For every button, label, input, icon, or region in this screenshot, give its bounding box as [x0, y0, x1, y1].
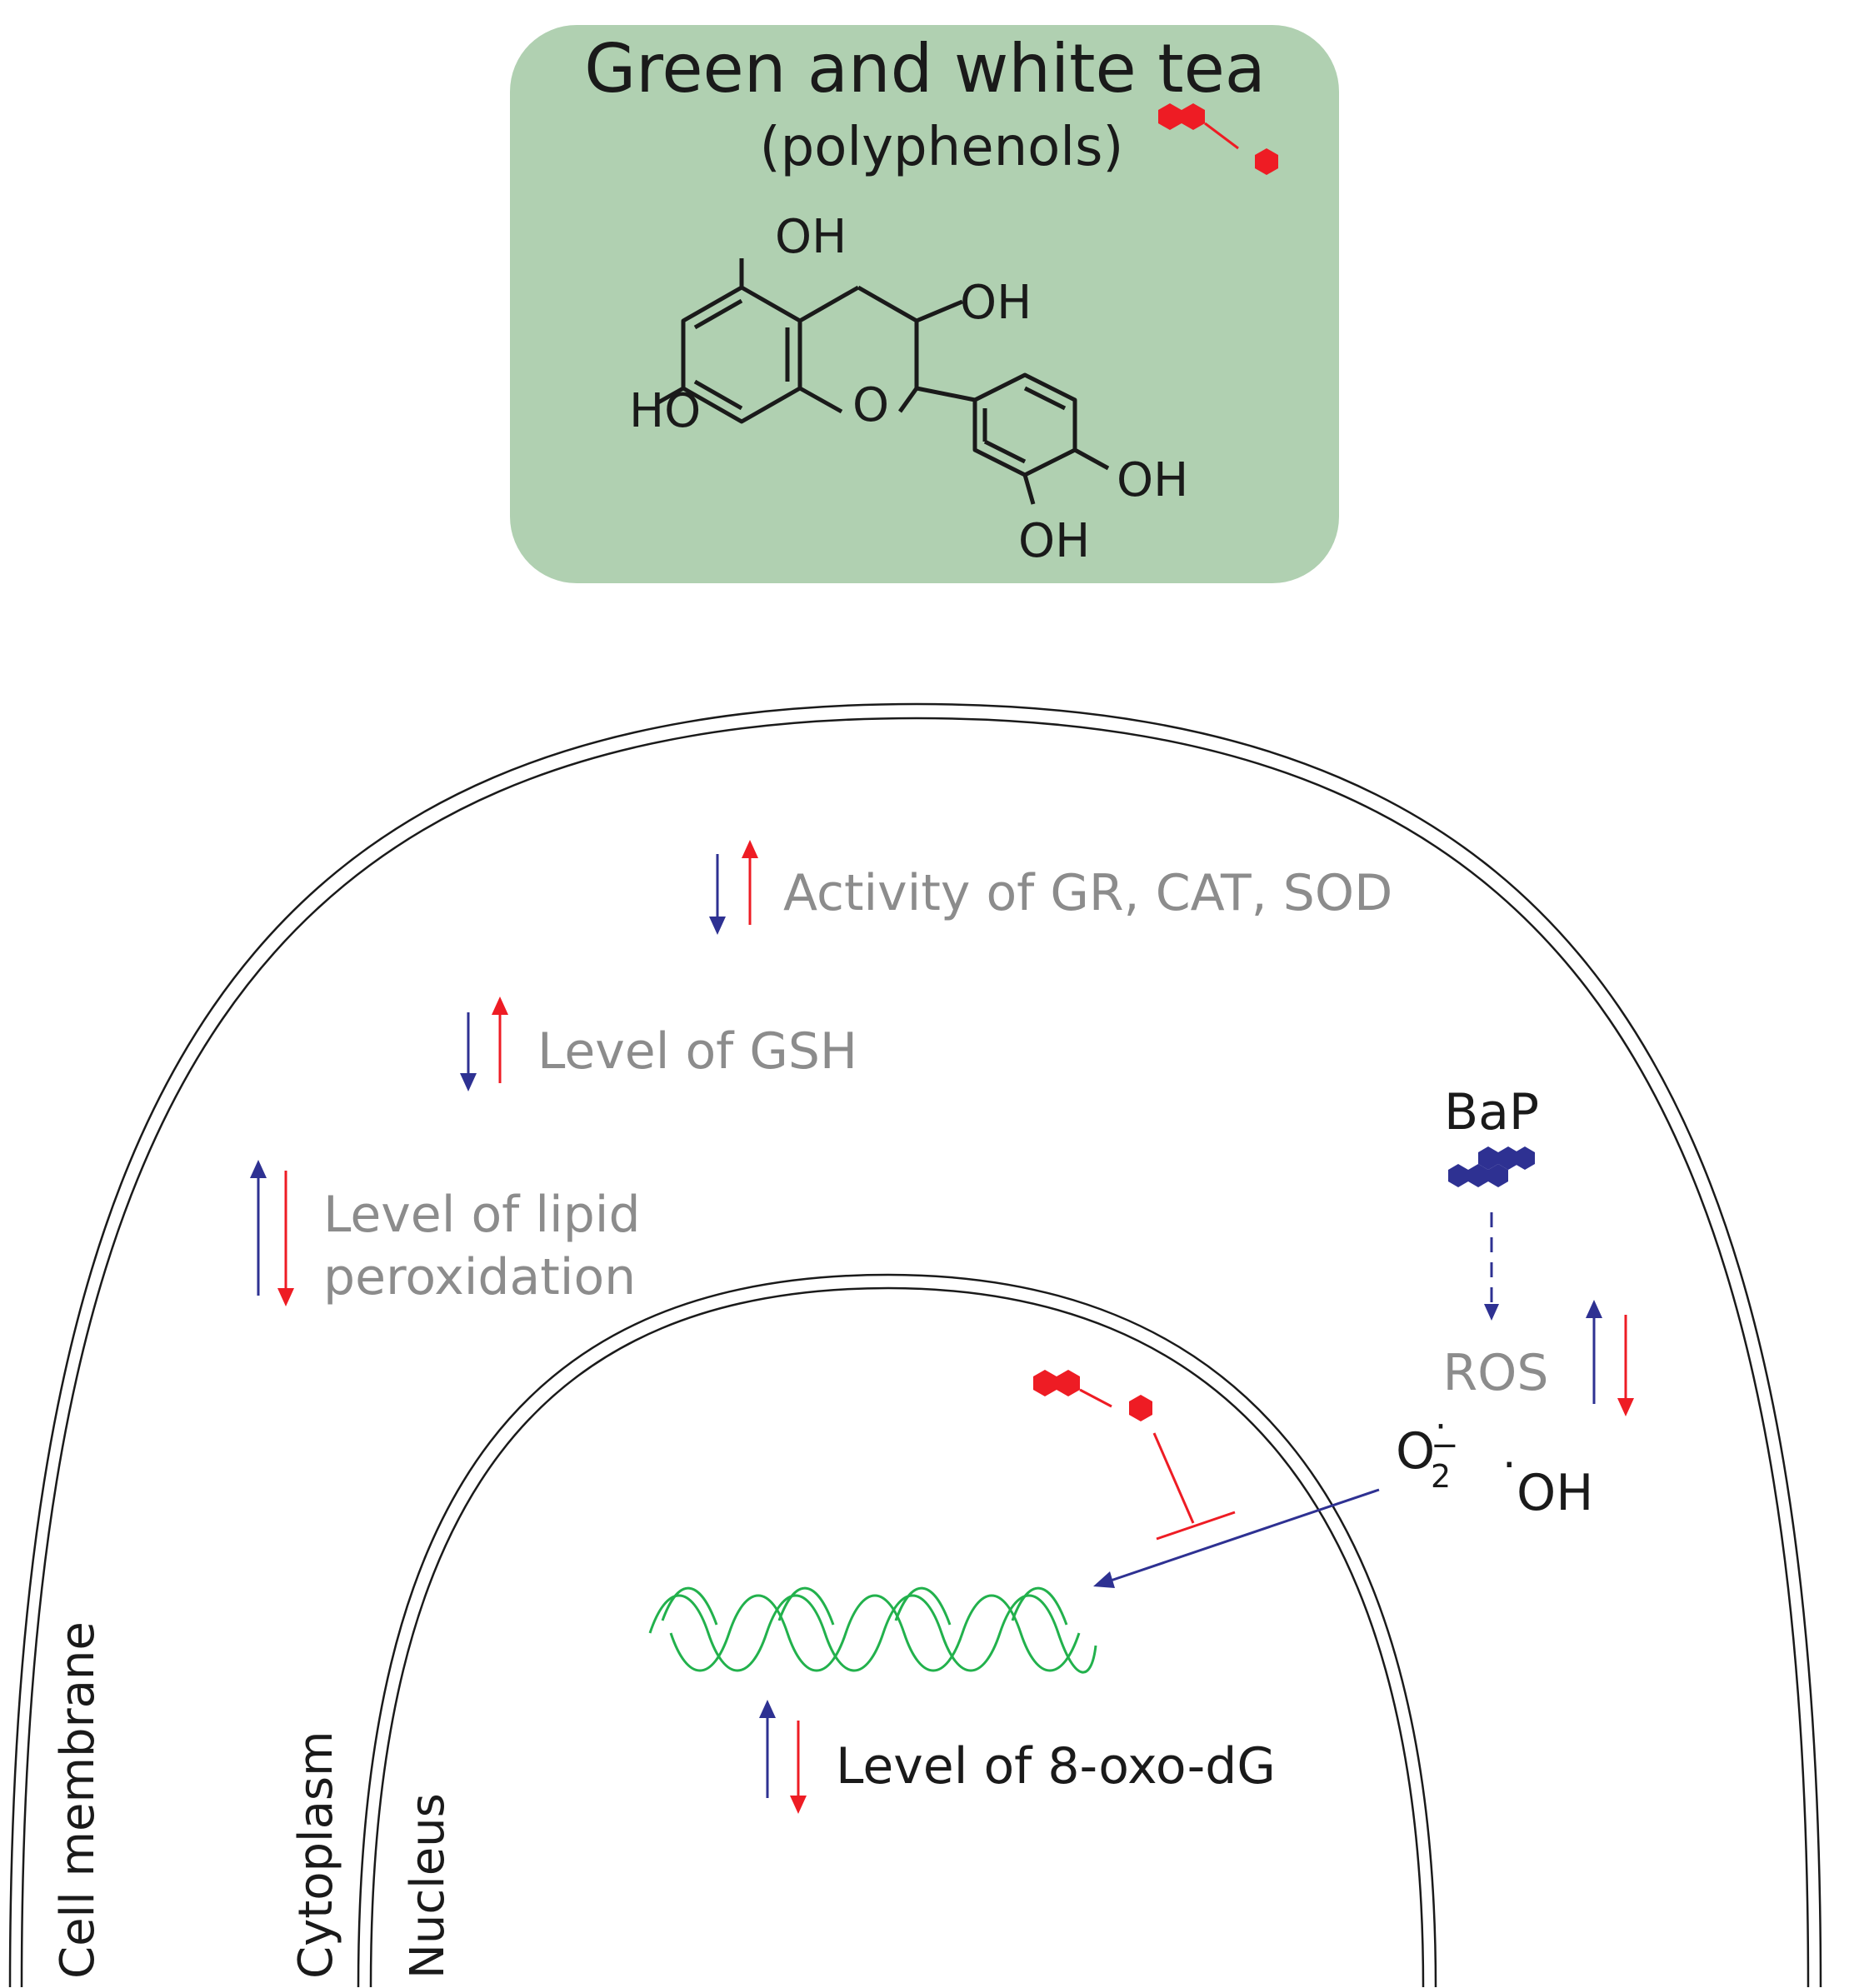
- hydroxyl-dot: ·: [1502, 1441, 1517, 1491]
- up-arrow-tea: [742, 840, 758, 858]
- catechin-structure: [657, 258, 1110, 505]
- bap-to-ros-arrowhead: [1484, 1304, 1499, 1321]
- up-arrow-bap: [1586, 1300, 1602, 1318]
- label-ring-oxygen: O: [852, 378, 889, 432]
- superoxide-subscript: 2: [1431, 1458, 1451, 1495]
- label-ros: ROS: [1442, 1344, 1548, 1402]
- label-bap: BaP: [1444, 1083, 1539, 1141]
- down-arrow-tea: [277, 1288, 294, 1306]
- down-arrow-bap: [460, 1073, 477, 1091]
- tea-box-subtitle: (polyphenols): [760, 117, 1124, 178]
- arrows-ros: [1586, 1300, 1634, 1416]
- down-arrow-tea: [790, 1796, 807, 1814]
- polyphenol-inhibitor-icon: [1033, 1370, 1152, 1421]
- label-lipid-line2: peroxidation: [323, 1248, 636, 1306]
- label-8-oxo-dg: Level of 8-oxo-dG: [836, 1737, 1276, 1796]
- down-arrow-tea: [1617, 1398, 1634, 1416]
- dna-double-helix: [648, 1586, 1097, 1674]
- tea-box: Green and white tea (polyphenols): [510, 25, 1339, 583]
- label-enzyme-activity: Activity of GR, CAT, SOD: [783, 864, 1392, 922]
- superoxide-dot: ·: [1435, 1406, 1447, 1448]
- up-arrow-tea: [492, 996, 508, 1015]
- superoxide-o: O: [1396, 1422, 1435, 1481]
- superoxide-radical: O 2 · −: [1396, 1406, 1459, 1495]
- ros-to-dna-arrow: [1107, 1488, 1380, 1583]
- inhibition-bar: [1156, 1511, 1236, 1541]
- polyphenol-icon: [1158, 103, 1278, 175]
- label-lipid-line1: Level of lipid: [323, 1186, 641, 1244]
- label-oh-c5: OH: [775, 210, 847, 264]
- arrows-gsh: [460, 996, 508, 1091]
- hydroxyl-radical: · OH: [1502, 1441, 1593, 1522]
- arrows-8-oxo-dg: [759, 1700, 807, 1814]
- hydroxyl-label: OH: [1517, 1464, 1593, 1522]
- bap-molecule-icon: [1448, 1146, 1535, 1187]
- label-nucleus: Nucleus: [401, 1793, 455, 1979]
- inhibition-line: [1152, 1432, 1195, 1524]
- label-ho-c7: HO: [629, 384, 701, 438]
- arrows-lipid-peroxidation: [250, 1160, 294, 1306]
- ros-to-dna-arrowhead: [1093, 1571, 1115, 1588]
- cell-membrane: [8, 702, 1822, 1988]
- down-arrow-bap: [709, 917, 726, 935]
- tea-box-background: [510, 25, 1339, 583]
- label-cytoplasm: Cytoplasm: [289, 1731, 343, 1979]
- arrows-enzyme-activity: [709, 840, 758, 935]
- tea-box-title: Green and white tea: [584, 30, 1266, 107]
- label-oh-c3: OH: [960, 276, 1032, 330]
- superoxide-charge: −: [1431, 1426, 1459, 1465]
- label-oh-catechol-meta: OH: [1018, 514, 1090, 568]
- up-arrow-bap: [759, 1700, 776, 1718]
- label-oh-catechol-para: OH: [1117, 453, 1188, 507]
- label-cell-membrane: Cell membrane: [51, 1621, 105, 1979]
- nuclear-envelope: [357, 1273, 1437, 1988]
- up-arrow-bap: [250, 1160, 267, 1178]
- label-gsh: Level of GSH: [537, 1022, 857, 1081]
